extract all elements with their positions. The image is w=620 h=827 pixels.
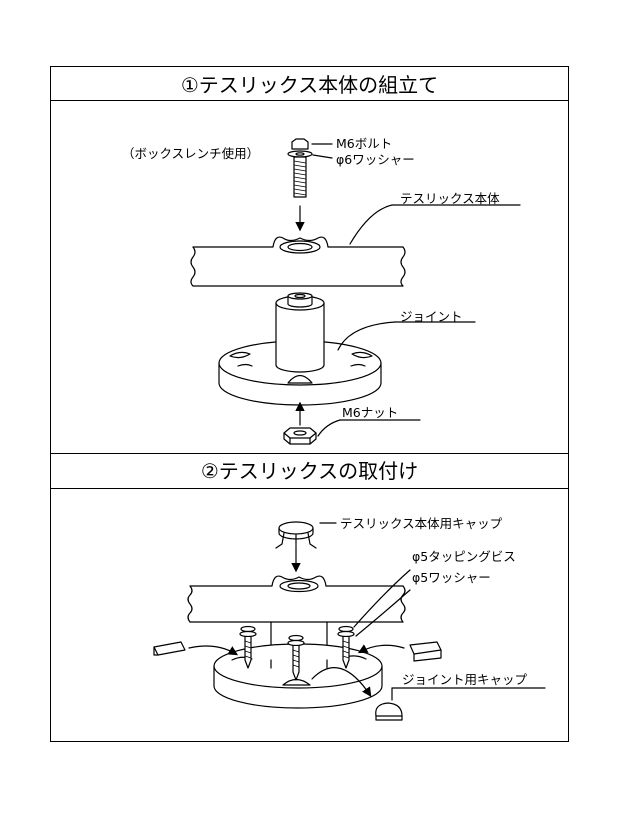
washer5-leader	[355, 589, 411, 637]
installed-body-beam	[187, 575, 406, 661]
joint-cap-arrow	[311, 667, 372, 697]
tapping-screws	[239, 625, 355, 681]
joint-label: ジョイント	[400, 309, 463, 324]
joint-part	[218, 292, 382, 406]
m6-bolt-label: M6ボルト	[336, 136, 393, 151]
m6-nut-label: M6ナット	[342, 405, 399, 420]
nut-leader	[317, 419, 341, 437]
m6-nut	[283, 427, 317, 445]
washer6-label: φ6ワッシャー	[336, 152, 415, 167]
joint-cap-left	[153, 641, 186, 656]
washer-leader	[312, 154, 333, 159]
left-cap-arrow	[188, 645, 239, 656]
tesrix-body-beam	[190, 236, 406, 287]
instruction-frame: ①テスリックス本体の組立て ②テスリックスの取付け	[50, 66, 569, 742]
joint-cap-loose	[375, 702, 403, 721]
joint-cap-label: ジョイント用キャップ	[402, 672, 528, 687]
section-divider	[51, 453, 568, 454]
body-leader	[349, 204, 393, 245]
section2-title-divider	[51, 488, 568, 489]
section2-title: ②テスリックスの取付け	[200, 459, 419, 483]
body-cap-label: テスリックス本体用キャップ	[340, 516, 503, 531]
screw-leader	[353, 569, 411, 628]
joint-leader	[337, 321, 396, 351]
socket-wrench-note: （ボックスレンチ使用）	[122, 146, 260, 161]
m6-bolt	[287, 138, 313, 198]
section1-title-divider	[51, 100, 568, 101]
tesrix-body-label: テスリックス本体	[400, 191, 500, 206]
right-cap-arrow	[357, 644, 405, 654]
washer5-label: φ5ワッシャー	[412, 570, 491, 585]
joint-cap-right	[409, 641, 442, 662]
section1-title: ①テスリックス本体の組立て	[180, 73, 439, 97]
body-cap	[275, 521, 317, 549]
tapping-screw-label: φ5タッピングビス	[412, 549, 516, 564]
